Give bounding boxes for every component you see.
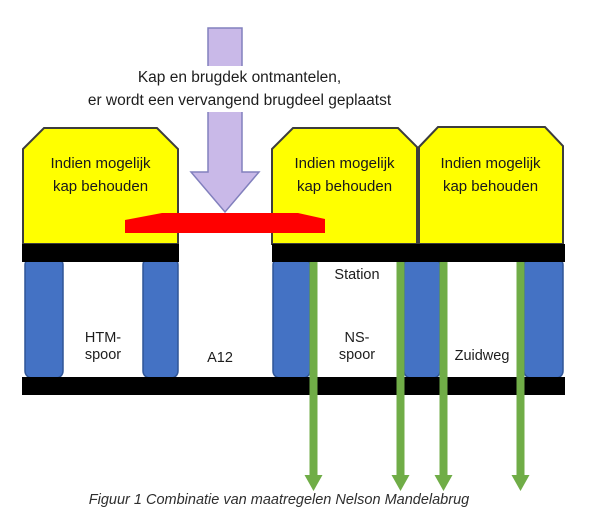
pillar-4 [403, 257, 441, 379]
canopy-middle-label-line-1: Indien mogelijk [294, 155, 395, 172]
htm-spoor-label: HTM- spoor [63, 330, 143, 364]
ns-spoor-label-line-1: NS- [344, 330, 370, 346]
ns-spoor-label: NS- spoor [317, 330, 397, 364]
instruction-text: Kap en brugdek ontmantelen, er wordt een… [57, 66, 422, 112]
canopy-right-label-line-1: Indien mogelijk [440, 155, 541, 172]
a12-label: A12 [207, 350, 233, 366]
canopy-left-label-line-2: kap behouden [52, 178, 149, 195]
zuidweg-label: Zuidweg [454, 348, 510, 364]
instruction-line-2: er wordt een vervangend brugdeel geplaat… [87, 92, 392, 109]
canopy-right-label: Indien mogelijk kap behouden [418, 152, 563, 198]
purple-down-arrow-icon [189, 27, 261, 214]
replacement-deck-bar [125, 213, 325, 233]
canopy-left-label-line-1: Indien mogelijk [50, 155, 151, 172]
deck-right [272, 244, 565, 262]
canopy-right-label-line-2: kap behouden [442, 178, 539, 195]
figure-caption: Figuur 1 Combinatie van maatregelen Nels… [88, 492, 470, 508]
htm-spoor-label-line-2: spoor [84, 347, 122, 363]
pillar-3 [272, 257, 311, 379]
station-label: Station [334, 267, 380, 283]
green-down-arrow-4-icon [511, 262, 530, 491]
pillar-2 [142, 257, 179, 379]
htm-spoor-label-line-1: HTM- [84, 330, 122, 346]
ground-bar [22, 377, 565, 395]
instruction-line-1: Kap en brugdek ontmantelen, [137, 69, 342, 86]
green-down-arrow-3-icon [434, 262, 453, 491]
green-down-arrow-1-icon [304, 262, 323, 491]
canopy-middle-label-line-2: kap behouden [296, 178, 393, 195]
green-down-arrow-2-icon [391, 262, 410, 491]
ns-spoor-label-line-2: spoor [338, 347, 376, 363]
canopy-middle-label: Indien mogelijk kap behouden [272, 152, 417, 198]
pillar-1 [24, 257, 64, 379]
canopy-left-label: Indien mogelijk kap behouden [23, 152, 178, 198]
deck-left [22, 244, 179, 262]
pillar-5 [523, 257, 564, 379]
